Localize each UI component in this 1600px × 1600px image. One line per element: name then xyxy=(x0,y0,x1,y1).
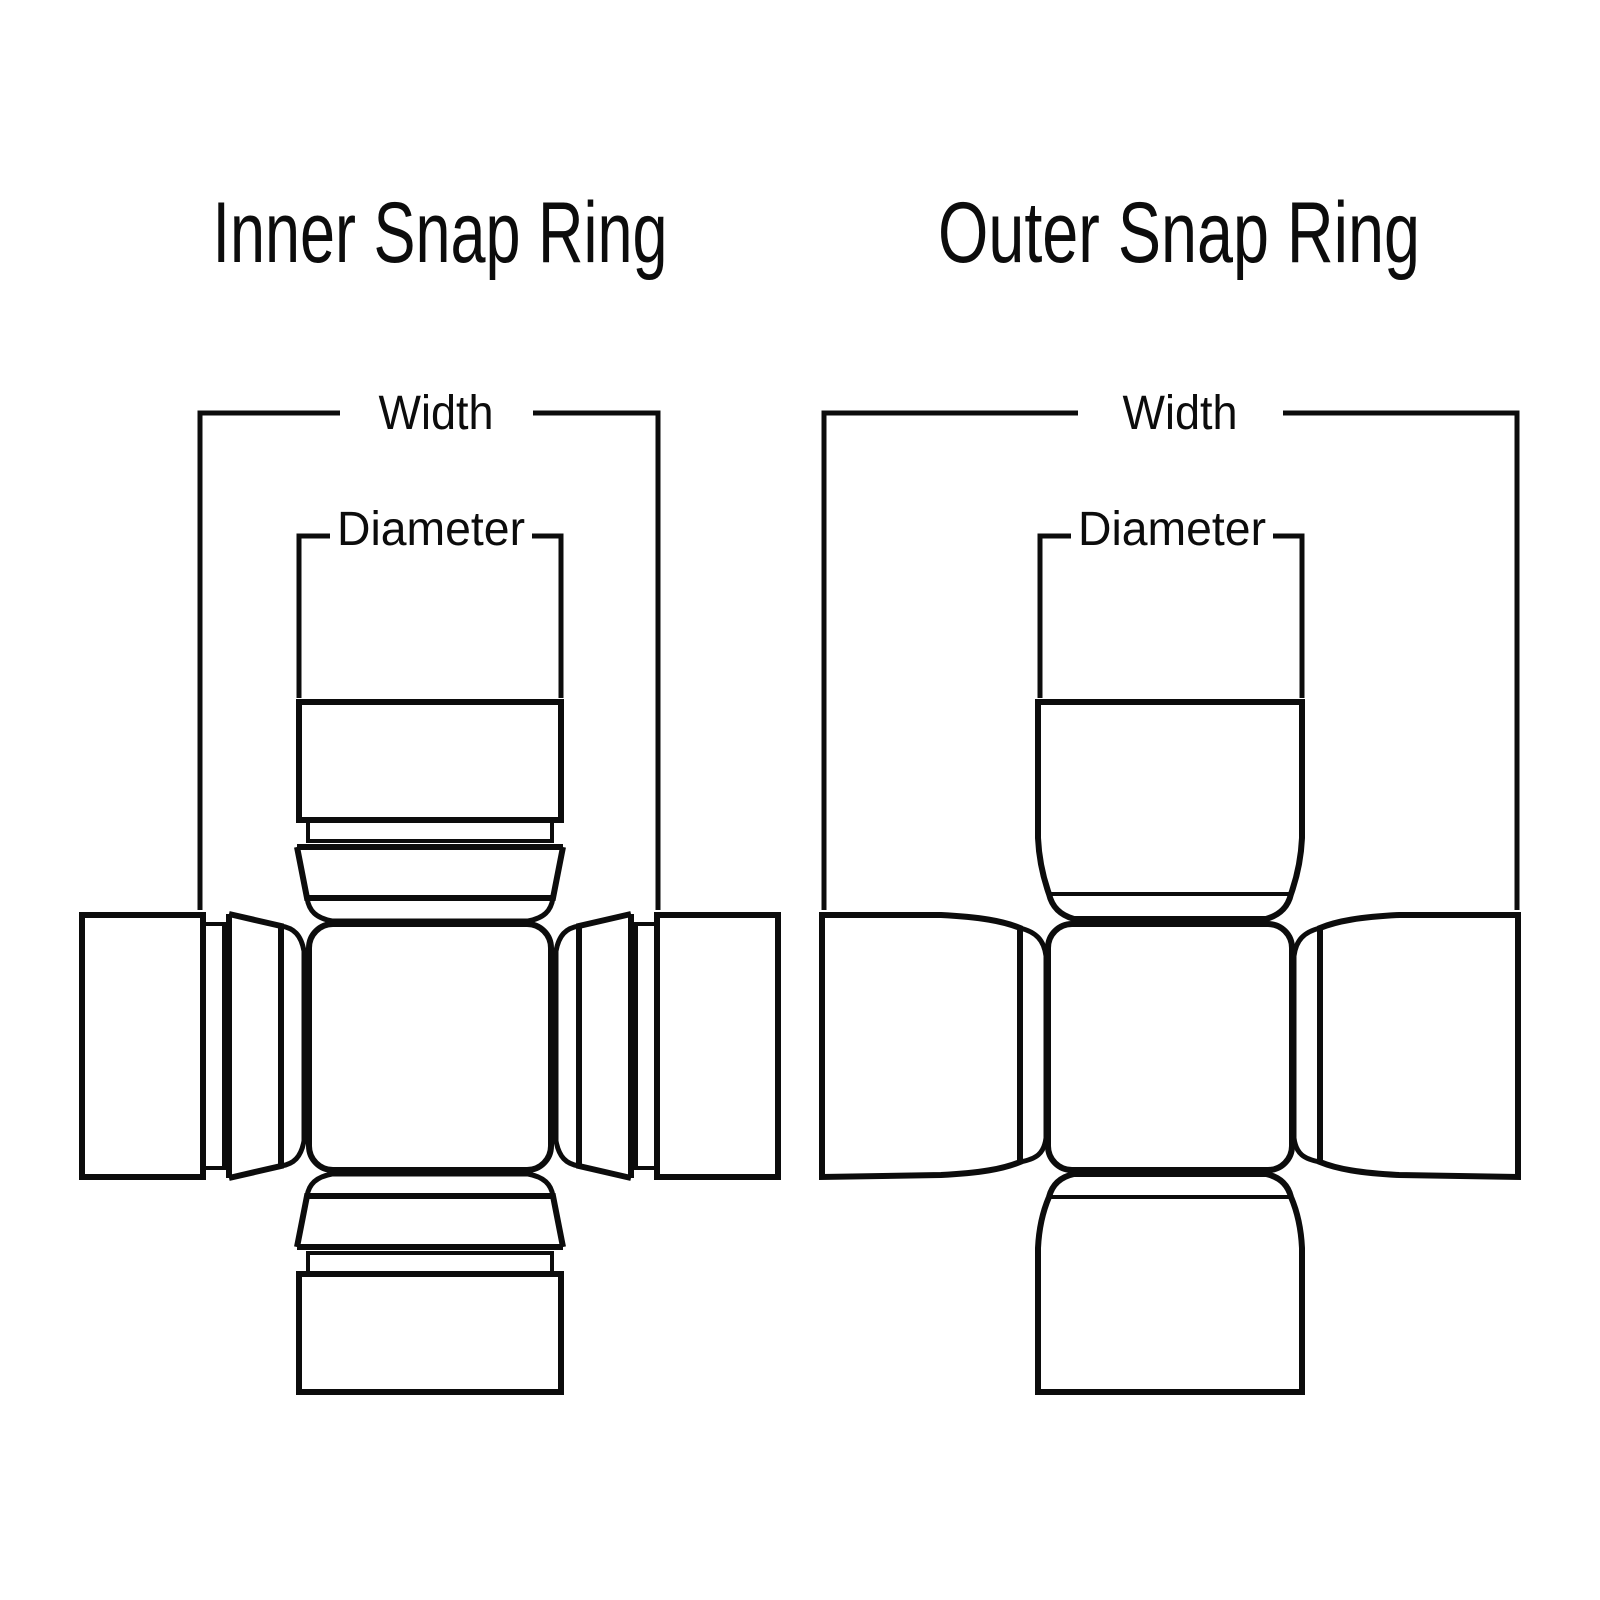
inner-right-bearing-cap xyxy=(654,912,781,1180)
inner-top-snap-ring xyxy=(294,844,566,901)
inner-left-snap-ring xyxy=(226,911,284,1181)
inner-bottom-snap-ring-groove xyxy=(306,1251,554,1274)
outer-cross-body xyxy=(1045,921,1295,1173)
outer-snap-ring-diagram: Outer Snap Ring Width Diameter xyxy=(819,185,1521,1395)
outer-bottom-bearing-cap xyxy=(1035,1171,1305,1395)
inner-bottom-bearing-cap xyxy=(296,1271,564,1395)
inner-bottom-snap-ring xyxy=(294,1193,566,1250)
inner-diameter-label: Diameter xyxy=(337,503,525,556)
inner-cross-body xyxy=(306,921,554,1173)
inner-left-cap-skirt xyxy=(280,923,307,1169)
inner-width-label: Width xyxy=(379,387,494,440)
inner-top-cap-skirt xyxy=(304,897,556,924)
inner-right-snap-ring xyxy=(576,911,634,1181)
inner-snap-ring-diagram: Inner Snap Ring Width Diameter xyxy=(79,185,781,1395)
outer-diameter-dimension-bracket xyxy=(1037,533,1305,698)
outer-diagram-title: Outer Snap Ring xyxy=(938,185,1420,281)
outer-left-cap-skirt xyxy=(1019,925,1049,1165)
inner-right-snap-ring-groove xyxy=(634,922,657,1170)
inner-diameter-dimension-bracket xyxy=(296,533,564,698)
outer-right-cap-skirt xyxy=(1291,925,1321,1165)
inner-width-dimension-bracket xyxy=(197,410,661,910)
inner-left-snap-ring-groove xyxy=(203,922,226,1170)
outer-width-label: Width xyxy=(1123,387,1238,440)
inner-top-snap-ring-groove xyxy=(306,820,554,843)
inner-top-bearing-cap xyxy=(296,699,564,823)
outer-width-dimension-bracket xyxy=(821,410,1520,910)
outer-diameter-label: Diameter xyxy=(1078,503,1266,556)
inner-right-cap-skirt xyxy=(553,923,580,1169)
outer-top-bearing-cap xyxy=(1035,699,1305,922)
inner-left-bearing-cap xyxy=(79,912,206,1180)
outer-right-bearing-cap xyxy=(1317,912,1521,1181)
outer-left-bearing-cap xyxy=(819,912,1023,1181)
inner-bottom-cap-skirt xyxy=(304,1171,556,1197)
inner-diagram-title: Inner Snap Ring xyxy=(213,185,668,281)
